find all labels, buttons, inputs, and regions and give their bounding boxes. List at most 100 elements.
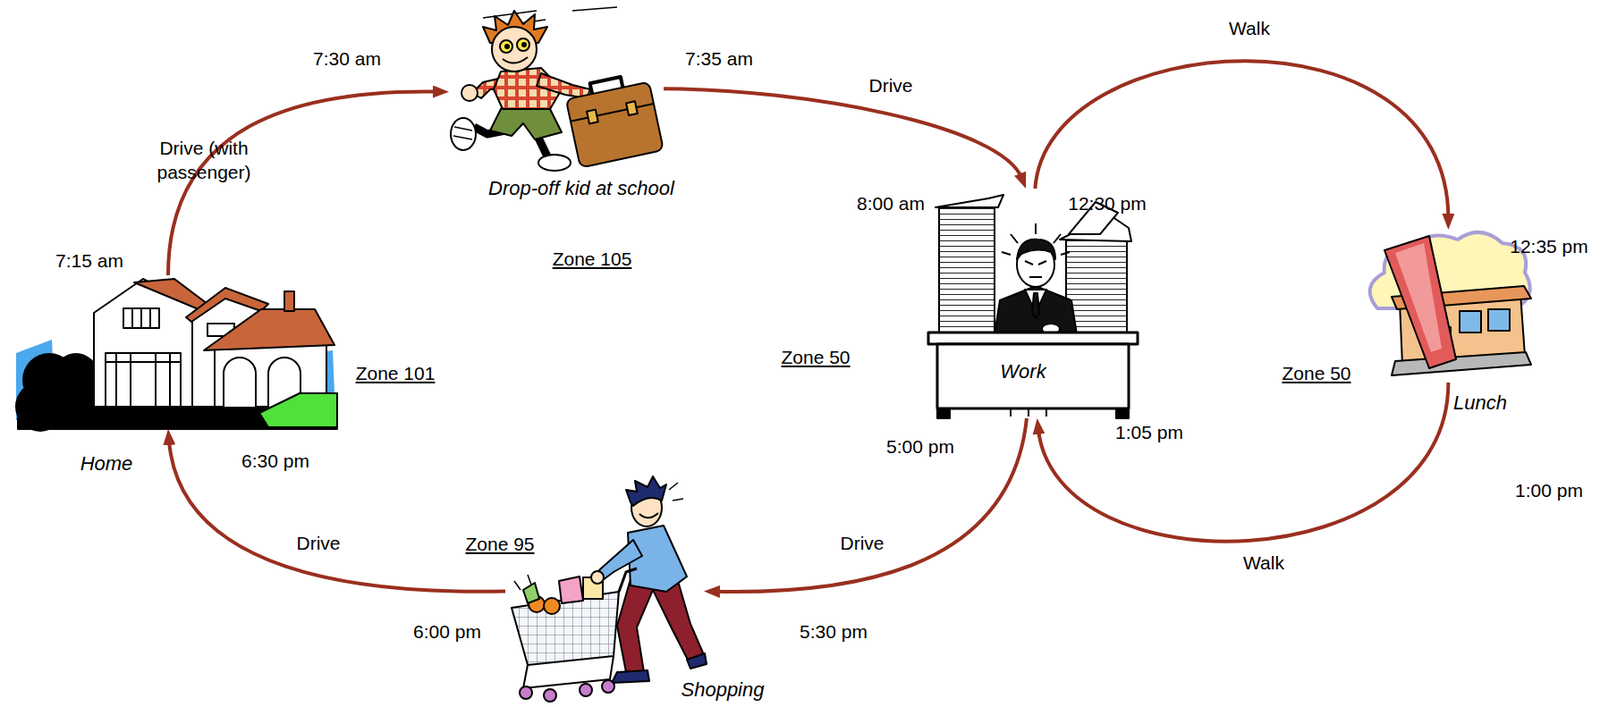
shopper-illustration [618,568,637,593]
mode-label: Drive [868,73,913,98]
shopper-illustration [511,476,707,703]
time-label: 6:30 pm [241,450,310,473]
home-illustration [105,353,181,407]
activity-label: Drop-off kid at school [488,177,675,200]
time-label: 8:00 am [856,193,925,215]
time-label: 6:00 pm [413,621,482,644]
time-label: 7:30 am [313,48,381,70]
shopper-illustration [579,684,593,697]
time-label: 7:15 am [55,250,124,272]
kid-illustration [502,57,528,64]
office-illustration [928,332,1138,345]
office-illustration [1016,239,1056,260]
shopper-illustration [519,686,533,700]
time-label: 1:05 pm [1115,422,1184,444]
home-illustration [203,309,335,351]
activity-node: Home [15,275,338,430]
kid-illustration [536,73,591,99]
mode-label: Drive [296,531,340,556]
shopper-illustration [611,670,650,684]
shopper-illustration [523,656,614,689]
office-illustration [939,207,995,335]
home-illustration [223,357,256,407]
office-illustration [935,194,1004,208]
shopper-illustration [543,598,560,615]
time-label: 7:35 am [685,48,754,70]
lunch-illustration [1395,243,1442,353]
zone-label: Zone 95 [465,533,534,556]
kid-illustration [563,71,664,169]
lunch-illustration [1370,232,1532,376]
activity-label: Shopping [681,679,765,702]
time-label: 12:35 pm [1509,236,1589,258]
home-illustration [132,308,151,329]
kid-illustration [499,40,513,53]
kid-illustration [516,38,530,51]
home-illustration [134,279,208,310]
shopper-illustration [519,680,615,703]
home-illustration [284,291,295,312]
shopper-illustration [639,513,659,518]
trip-arrow [168,91,439,276]
office-illustration [1032,293,1040,319]
zone-label: Zone 50 [780,347,850,369]
home-illustration [15,279,338,432]
home-illustration [105,353,181,407]
office-illustration [1010,408,1047,417]
shopper-illustration [543,689,557,703]
lunch-illustration [1384,236,1457,369]
activity-node: Lunch [1362,229,1532,383]
zone-label: Zone 50 [1281,363,1351,385]
mode-label: Drive (with passenger) [148,135,261,186]
kid-illustration [590,76,624,94]
home-illustration [259,393,338,428]
activity-label: Lunch [1453,392,1507,415]
activity-node: Shopping [505,479,704,704]
shopper-illustration [592,540,643,584]
kid-illustration [450,7,664,171]
activity-node: Drop-off kid at school [448,9,664,171]
shopper-illustration [591,571,604,585]
kid-illustration [505,44,509,49]
kid-illustration [491,26,537,72]
time-label: 1:00 pm [1515,480,1584,502]
zone-label: Zone 101 [355,363,436,385]
office-illustration [1116,408,1129,419]
trip-arrow [1038,382,1448,542]
kid-illustration [570,103,654,122]
trip-arrow [169,440,506,593]
kid-illustration [461,84,478,102]
office-illustration [1001,223,1070,255]
shopper-illustration [626,476,667,507]
mode-label: Walk [1243,550,1285,576]
shopper-illustration [686,653,707,669]
office-illustration [928,194,1138,419]
time-label: 12:30 pm [1067,193,1147,215]
shopper-illustration [558,576,584,604]
time-label: 5:30 pm [799,621,868,644]
activity-node: Work [928,188,1138,419]
trip-arrow [1034,60,1448,220]
trip-arrow [714,418,1027,593]
lunch-illustration [1391,352,1532,376]
kid-illustration [586,110,599,125]
activity-label: Home [80,453,134,475]
mode-label: Walk [1228,16,1270,41]
office-illustration [937,408,950,419]
kid-illustration [566,82,664,169]
kid-illustration [538,154,571,171]
shopper-illustration [514,482,684,591]
lunch-illustration [1488,309,1510,331]
kid-illustration [626,101,638,116]
home-illustration [123,308,160,329]
shopper-illustration [601,680,615,694]
office-illustration [994,286,1077,335]
mode-label: Drive [839,531,884,556]
activity-label: Work [999,361,1046,383]
lunch-illustration [1459,311,1482,333]
kid-illustration [453,126,473,140]
shopper-illustration [523,583,540,604]
zone-label: Zone 105 [552,248,633,271]
office-illustration [1024,261,1047,278]
